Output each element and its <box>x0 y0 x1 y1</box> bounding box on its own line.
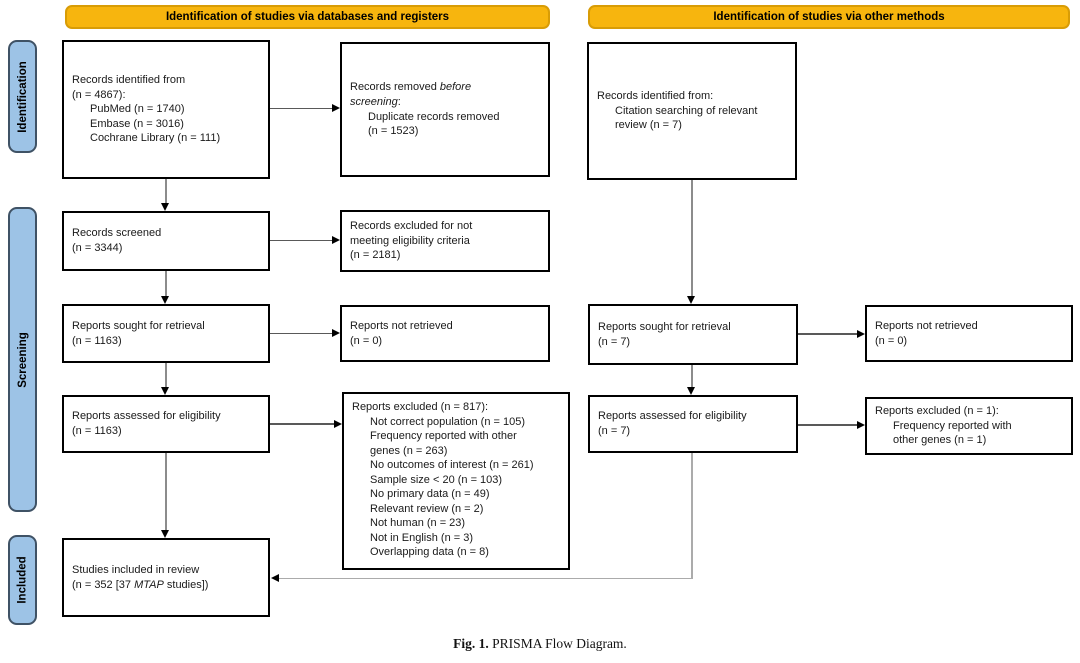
box-studies-included: Studies included in review (n = 352 [37 … <box>62 538 270 617</box>
figure-caption-text: PRISMA Flow Diagram. <box>488 636 627 651</box>
box-reports-not-retrieved-databases: Reports not retrieved (n = 0) <box>340 305 550 362</box>
stage-screening-label: Screening <box>16 331 29 388</box>
box-records-identified-databases: Records identified from (n = 4867): PubM… <box>62 40 270 179</box>
header-other-methods: Identification of studies via other meth… <box>588 5 1070 29</box>
box-reports-sought-other: Reports sought for retrieval (n = 7) <box>588 304 798 365</box>
header-other-label: Identification of studies via other meth… <box>713 11 945 23</box>
stage-screening: Screening <box>8 207 37 512</box>
box-records-excluded-eligibility: Records excluded for not meeting eligibi… <box>340 210 550 272</box>
stage-included: Included <box>8 535 37 625</box>
arrowhead-down-icon <box>687 296 695 304</box>
arrow-screened-to-excluded <box>270 239 332 242</box>
arrowhead-right-icon <box>332 236 340 244</box>
figure-caption-label: Fig. 1. <box>453 636 489 651</box>
stage-identification: Identification <box>8 40 37 153</box>
arrowhead-right-icon <box>334 419 342 428</box>
arrowhead-down-icon <box>161 530 169 538</box>
connector-other-to-included <box>278 577 692 579</box>
arrowhead-down-icon <box>161 387 169 395</box>
box-records-removed-before-screening: Records removed before screening: Duplic… <box>340 42 550 177</box>
box-records-screened: Records screened (n = 3344) <box>62 211 270 271</box>
arrow-identified-to-screened <box>165 179 167 204</box>
box-reports-not-retrieved-other: Reports not retrieved (n = 0) <box>865 305 1073 362</box>
connector-other-assessed-down <box>691 453 693 579</box>
box-reports-excluded-databases: Reports excluded (n = 817): Not correct … <box>342 392 570 570</box>
box-reports-assessed-databases: Reports assessed for eligibility (n = 11… <box>62 395 270 453</box>
arrowhead-right-icon <box>857 329 865 338</box>
arrowhead-left-icon <box>270 573 279 582</box>
arrow-assessed-to-excluded <box>270 423 334 425</box>
box-reports-excluded-other: Reports excluded (n = 1): Frequency repo… <box>865 397 1073 455</box>
arrowhead-right-icon <box>332 103 340 112</box>
stage-identification-label: Identification <box>16 60 29 133</box>
arrowhead-down-icon <box>161 203 169 211</box>
arrow-screened-to-sought <box>165 271 167 297</box>
header-databases-registers: Identification of studies via databases … <box>65 5 550 29</box>
arrowhead-right-icon <box>332 329 340 337</box>
box-reports-sought-databases: Reports sought for retrieval (n = 1163) <box>62 304 270 363</box>
arrowhead-down-icon <box>687 387 695 395</box>
arrow-other-sought-to-not-retrieved <box>798 333 857 335</box>
arrow-other-assessed-to-excluded <box>798 424 857 426</box>
arrow-sought-to-not-retrieved <box>270 332 332 335</box>
arrow-other-identified-to-sought <box>691 180 693 297</box>
arrow-sought-to-assessed <box>165 363 167 388</box>
arrow-identified-to-removed <box>270 107 332 109</box>
arrow-other-sought-to-assessed <box>691 365 693 388</box>
arrowhead-right-icon <box>857 420 865 429</box>
stage-included-label: Included <box>16 556 29 604</box>
box-reports-assessed-other: Reports assessed for eligibility (n = 7) <box>588 395 798 453</box>
arrowhead-down-icon <box>161 296 169 304</box>
header-databases-label: Identification of studies via databases … <box>165 11 450 23</box>
figure-caption: Fig. 1. PRISMA Flow Diagram. <box>0 636 1080 652</box>
box-records-identified-other: Records identified from: Citation search… <box>587 42 797 180</box>
arrow-assessed-to-included <box>165 453 167 531</box>
